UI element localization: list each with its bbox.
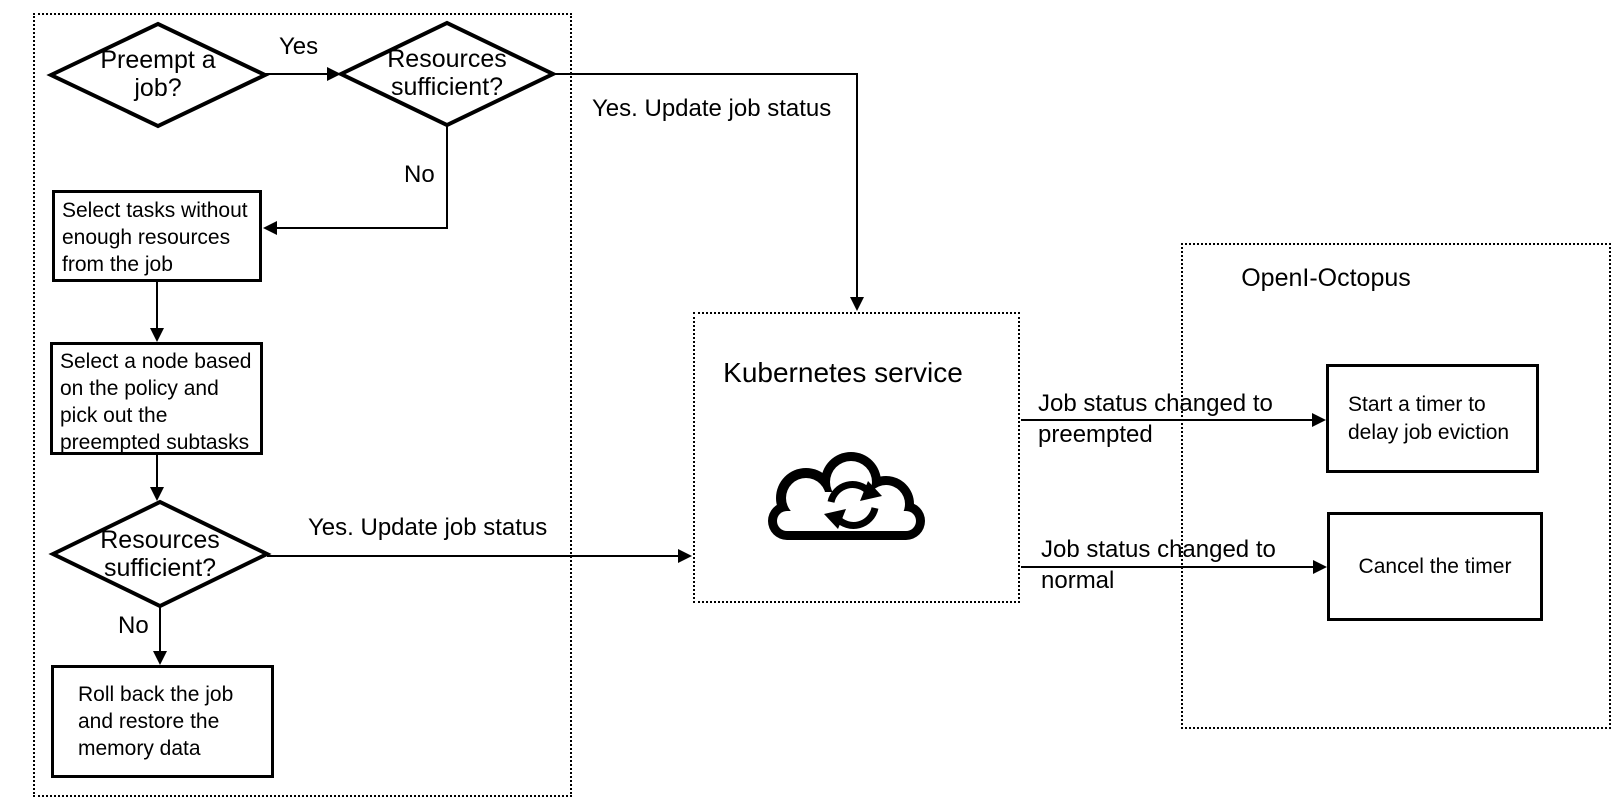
arrow-heads [150, 67, 1327, 665]
decision-diamonds [46, 20, 558, 609]
arrowhead-no-top [263, 221, 277, 235]
arrowhead-decision-mid [150, 487, 164, 501]
edge-label-status-preempted: Job status changed to preempted [1038, 390, 1273, 448]
edge-label-status-normal: Job status changed to normal [1041, 536, 1276, 594]
cloud-sync-icon [768, 452, 925, 540]
diamond-resources-mid [48, 499, 272, 609]
arrowhead-yes [327, 67, 341, 81]
sync-arrowheads [824, 481, 882, 529]
diamond-preempt-job [46, 21, 270, 129]
select-tasks-box: Select tasks without enough resources fr… [52, 190, 262, 282]
arrowhead-rollback [153, 651, 167, 665]
cancel-timer-box: Cancel the timer [1327, 512, 1543, 621]
arrowhead-update-mid [678, 549, 692, 563]
edge-label-yes: Yes [279, 33, 319, 60]
sync-arrows [827, 481, 879, 529]
diamond-resources-top [336, 20, 558, 128]
edge-no-top-line [276, 125, 448, 229]
edge-label-no-mid: No [118, 612, 149, 639]
edge-label-update-status-top: Yes. Update job status [592, 95, 832, 122]
resources-sufficient-mid-label: Resources sufficient? [100, 526, 220, 582]
arrowhead-select-node [150, 328, 164, 342]
arrowhead-preempted [1312, 413, 1326, 427]
arrowhead-update-top [850, 297, 864, 311]
openi-octopus-title: OpenI-Octopus [1241, 264, 1411, 292]
edge-label-update-status-mid: Yes. Update job status [308, 514, 548, 541]
resources-sufficient-top-label: Resources sufficient? [387, 45, 507, 101]
edge-label-no-top: No [404, 161, 435, 188]
kubernetes-service-title: Kubernetes service [723, 357, 963, 388]
rollback-box: Roll back the job and restore the memory… [51, 665, 274, 778]
flow-lines [156, 73, 1315, 653]
start-timer-box: Start a timer to delay job eviction [1326, 364, 1539, 473]
openi-octopus-region [1181, 243, 1611, 729]
arrowhead-normal [1313, 560, 1327, 574]
edge-update-top-line [553, 73, 858, 298]
select-node-box: Select a node based on the policy and pi… [50, 342, 263, 455]
scheduler-flow-region [33, 13, 572, 797]
preempt-job-decision-label: Preempt a job? [100, 46, 216, 102]
kubernetes-service-region [693, 312, 1020, 603]
